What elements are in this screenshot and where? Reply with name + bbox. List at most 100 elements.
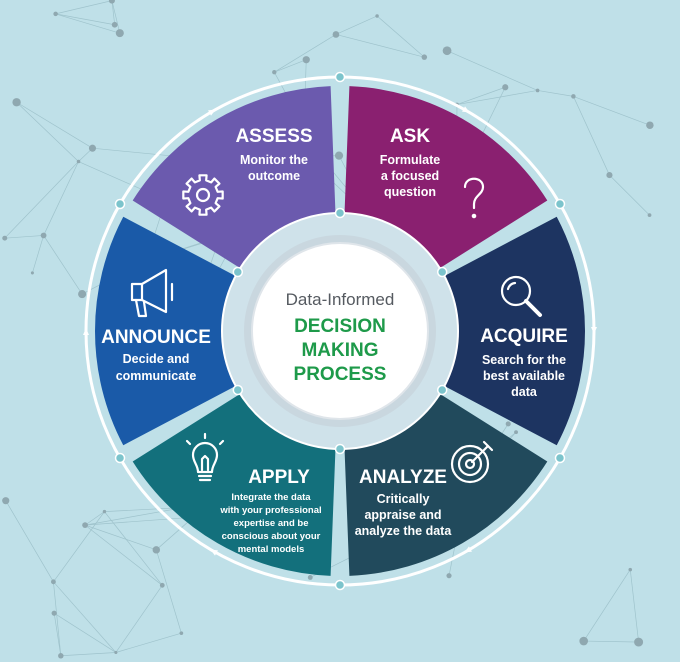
step-desc-line: a focused	[381, 169, 439, 183]
network-link	[84, 524, 163, 586]
step-desc-line: communicate	[116, 369, 197, 383]
step-desc-line: data	[511, 385, 538, 399]
network-link	[111, 0, 121, 34]
connector-node-outer	[554, 452, 566, 464]
megaphone-icon	[130, 268, 174, 318]
network-link	[55, 0, 112, 15]
step-title: ANNOUNCE	[101, 327, 211, 348]
connector-node-outer	[334, 579, 346, 591]
step-ask: ASK Formulate a focused question	[380, 126, 485, 219]
connector-node-outer	[114, 198, 126, 210]
lightbulb-icon	[185, 432, 225, 482]
connector-node-outer	[334, 71, 346, 83]
step-assess: ASSESS Monitor the outcome	[182, 126, 313, 216]
cycle-arrow	[210, 549, 218, 556]
network-link	[456, 86, 506, 105]
network-dot	[307, 575, 313, 580]
network-link	[16, 101, 93, 149]
cycle-arrow	[591, 327, 597, 334]
network-dot	[647, 213, 652, 217]
step-desc-line: Formulate	[380, 153, 440, 167]
step-desc-line: question	[384, 185, 436, 199]
network-dot	[108, 0, 115, 4]
network-link	[43, 235, 83, 295]
network-link	[104, 511, 163, 586]
connector-node-outer	[554, 198, 566, 210]
segment-ask	[344, 86, 548, 269]
center-title-line-3: PROCESS	[294, 364, 387, 385]
question-mark-icon	[463, 177, 485, 219]
cycle-arrow	[208, 109, 216, 116]
network-dot	[2, 497, 10, 505]
network-dot	[514, 430, 518, 435]
network-dot	[53, 11, 58, 17]
network-link	[573, 96, 610, 176]
step-desc-line: Decide and	[123, 352, 190, 366]
network-link	[85, 516, 194, 526]
network-dot	[579, 636, 589, 646]
network-dot	[442, 46, 452, 56]
network-link	[537, 90, 574, 97]
connector-node-inner	[334, 443, 346, 455]
network-link	[156, 516, 194, 551]
network-dot	[115, 29, 124, 38]
step-desc-line: Search for the	[482, 353, 566, 367]
network-dot	[535, 88, 540, 93]
network-dot	[2, 235, 8, 241]
network-link	[155, 549, 182, 634]
network-link	[60, 652, 116, 657]
step-desc-line: mental models	[238, 544, 305, 555]
network-dot	[159, 582, 165, 588]
network-link	[335, 15, 378, 35]
network-link	[573, 96, 651, 126]
network-dot	[40, 232, 47, 239]
step-title: ACQUIRE	[480, 326, 568, 347]
network-link	[456, 90, 538, 105]
network-dot	[634, 637, 644, 647]
network-dot	[51, 579, 56, 585]
network-link	[111, 0, 116, 25]
step-announce: ANNOUNCE Decide and communicate	[101, 268, 211, 383]
step-title: ASK	[390, 126, 430, 147]
network-link	[55, 13, 120, 34]
network-link	[609, 174, 650, 216]
center-circle	[251, 242, 429, 420]
connector-node-inner	[436, 266, 448, 278]
network-dot	[421, 54, 428, 60]
network-link	[53, 511, 105, 583]
network-dot	[505, 421, 511, 427]
step-desc-line: analyze the data	[355, 524, 453, 538]
step-desc-line: with your professional	[219, 505, 321, 516]
network-link	[85, 507, 184, 526]
step-desc-line: outcome	[248, 169, 300, 183]
network-link	[446, 50, 538, 91]
step-apply: APPLY Integrate the data with your profe…	[185, 432, 322, 555]
network-link	[5, 500, 54, 582]
network-dot	[76, 159, 81, 164]
network-dot	[302, 56, 310, 64]
network-link	[274, 59, 307, 73]
step-title: ANALYZE	[359, 467, 447, 488]
network-link	[32, 235, 44, 274]
center-title-line-2: MAKING	[301, 340, 378, 361]
network-dot	[332, 31, 340, 38]
cycle-arrow	[462, 106, 470, 113]
step-desc-line: expertise and be	[234, 518, 309, 529]
step-title: APPLY	[248, 467, 310, 488]
step-desc-line: Integrate the data	[231, 492, 311, 503]
network-link	[4, 161, 79, 239]
network-dot	[78, 290, 87, 299]
network-dot	[111, 21, 118, 28]
center-title-line-1: DECISION	[294, 316, 386, 337]
network-link	[115, 632, 182, 653]
network-link	[104, 507, 184, 512]
network-link	[583, 569, 631, 642]
network-dot	[114, 650, 118, 655]
network-dot	[646, 121, 654, 129]
target-icon	[450, 440, 494, 484]
network-link	[4, 235, 44, 239]
magnifier-icon	[500, 275, 542, 317]
network-link	[53, 581, 62, 656]
network-link	[53, 612, 117, 653]
